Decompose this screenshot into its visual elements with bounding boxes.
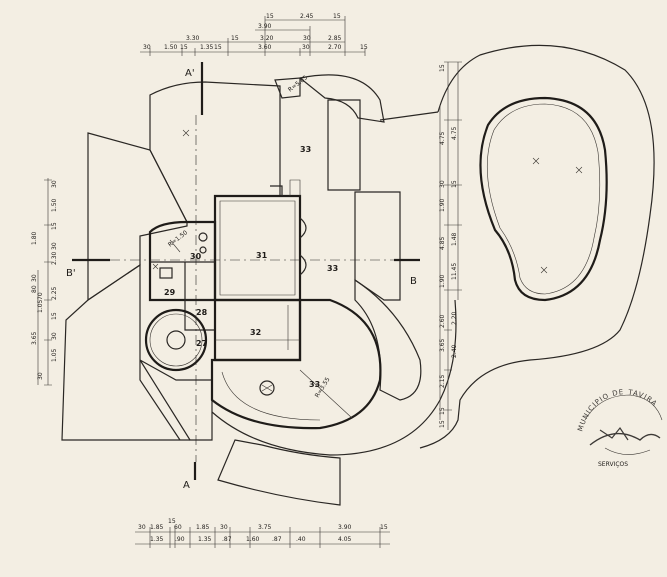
room-27-label: 27 [196, 339, 207, 348]
dim-right-7: 1.48 [451, 232, 458, 246]
dim-bottom-8: 15 [380, 524, 388, 531]
dim-right-5: 1.90 [439, 198, 446, 212]
dim-bottom-2: 15 [168, 518, 176, 525]
room-33-bottom-label: 33 [309, 380, 320, 389]
dim-top-12: 1.35 [200, 44, 214, 51]
dim-left-5: 2.30 [51, 251, 58, 265]
room-31-label: 31 [256, 251, 268, 260]
dim-bottom-4: 1.85 [196, 524, 210, 531]
section-b-prime-label: B' [66, 268, 76, 279]
dim-left-11: 2.25 [51, 286, 58, 300]
dim-bottom-16: 4.05 [338, 536, 352, 543]
dim-bottom-10: .90 [175, 536, 185, 543]
section-a-label: A [183, 480, 190, 491]
section-lines [72, 62, 420, 480]
room-29-label: 29 [164, 288, 176, 297]
dim-top-4: 3.30 [186, 35, 200, 42]
dim-top-11: 15 [180, 44, 188, 51]
section-a-prime-label: A' [185, 68, 195, 79]
dim-right-14: 2.15 [439, 374, 446, 388]
dim-top-6: 3.20 [260, 35, 274, 42]
dim-bottom-12: .87 [222, 536, 232, 543]
dim-top-13: 15 [214, 44, 222, 51]
dim-right-15: 15 [439, 407, 446, 415]
dim-top-14: 3.60 [258, 44, 272, 51]
left-dimension-lines [37, 178, 52, 386]
dim-right-2: 4.75 [451, 126, 458, 140]
dim-left-0: 30 [51, 180, 58, 188]
stamp-text: MUNICIPIO DE TAVIRA [576, 388, 659, 433]
top-dimension-lines [140, 16, 366, 56]
dim-left-3: 1.80 [31, 231, 38, 245]
dim-top-15: 30 [302, 44, 310, 51]
room-32-label: 32 [250, 328, 261, 337]
bottom-curved-stair [217, 439, 341, 506]
top-curved-stair [274, 74, 385, 123]
dim-right-0: 15 [439, 64, 446, 72]
dim-right-1: 4.75 [439, 131, 446, 145]
dim-bottom-14: .87 [272, 536, 282, 543]
dim-right-12: 3.65 [439, 338, 446, 352]
dim-top-17: 15 [360, 44, 368, 51]
dim-top-10: 1.50 [164, 44, 178, 51]
building-walls [144, 179, 457, 456]
dim-left-10: 3.65 [31, 331, 38, 345]
pool-and-site [152, 44, 655, 449]
dim-bottom-15: .40 [296, 536, 306, 543]
room-33-right-label: 33 [327, 264, 338, 273]
dim-bottom-1: 1.85 [150, 524, 164, 531]
dim-right-3: 30 [439, 180, 446, 188]
dim-bottom-9: 1.35 [150, 536, 164, 543]
dim-bottom-5: 30 [220, 524, 228, 531]
dim-left-8: 70 [37, 292, 44, 300]
dim-right-6: 4.85 [439, 236, 446, 250]
stamp-sub-text: SERVIÇOS [598, 461, 628, 468]
dim-bottom-7: 3.90 [338, 524, 352, 531]
dim-right-8: 11.45 [451, 263, 458, 280]
dim-left-1: 1.50 [51, 198, 58, 212]
room-33-top-label: 33 [300, 145, 311, 154]
dim-left-14: 1.05 [51, 348, 58, 362]
dim-top-1: 2.45 [300, 13, 314, 20]
room-28-label: 28 [196, 308, 208, 317]
dim-left-12: 15 [51, 312, 58, 320]
dim-right-11: 2.20 [451, 311, 458, 325]
dim-top-5: 15 [231, 35, 239, 42]
dim-right-16: 15 [439, 420, 446, 428]
dim-left-2: 15 [51, 222, 58, 230]
dim-right-9: 1.90 [439, 274, 446, 288]
dim-top-8: 2.85 [328, 35, 342, 42]
dim-bottom-13: 1.60 [246, 536, 260, 543]
section-b-label: B [410, 276, 417, 287]
dim-top-16: 2.70 [328, 44, 342, 51]
dim-right-4: 15 [451, 180, 458, 188]
radius-room30-label: R=1.50 [167, 229, 189, 249]
dim-left-7: 80 [31, 285, 38, 293]
dim-top-9: 30 [143, 44, 151, 51]
dim-right-13: 2.40 [451, 344, 458, 358]
radius-leader [299, 369, 353, 419]
dim-left-6: 30 [31, 274, 38, 282]
dim-bottom-6: 3.75 [258, 524, 272, 531]
municipal-stamp [584, 394, 663, 455]
radius-top-label: R=5.85 [287, 74, 309, 94]
dim-left-4: 30 [51, 242, 58, 250]
right-dimension-lines [444, 61, 462, 430]
dim-top-7: 30 [303, 35, 311, 42]
dim-top-0: 15 [266, 13, 274, 20]
roof-hatching [61, 81, 422, 441]
dim-right-10: 2.60 [439, 314, 446, 328]
bottom-dimension-lines [135, 527, 390, 548]
dim-bottom-11: 1.35 [198, 536, 212, 543]
dim-bottom-0: 30 [138, 524, 146, 531]
dim-left-13: 30 [51, 332, 58, 340]
dim-bottom-3: 60 [174, 524, 182, 531]
dim-top-2: 15 [333, 13, 341, 20]
dim-left-15: 30 [37, 372, 44, 380]
dim-top-3: 3.90 [258, 23, 272, 30]
room-30-label: 30 [190, 252, 202, 261]
dim-left-9: 1.05 [37, 299, 44, 313]
